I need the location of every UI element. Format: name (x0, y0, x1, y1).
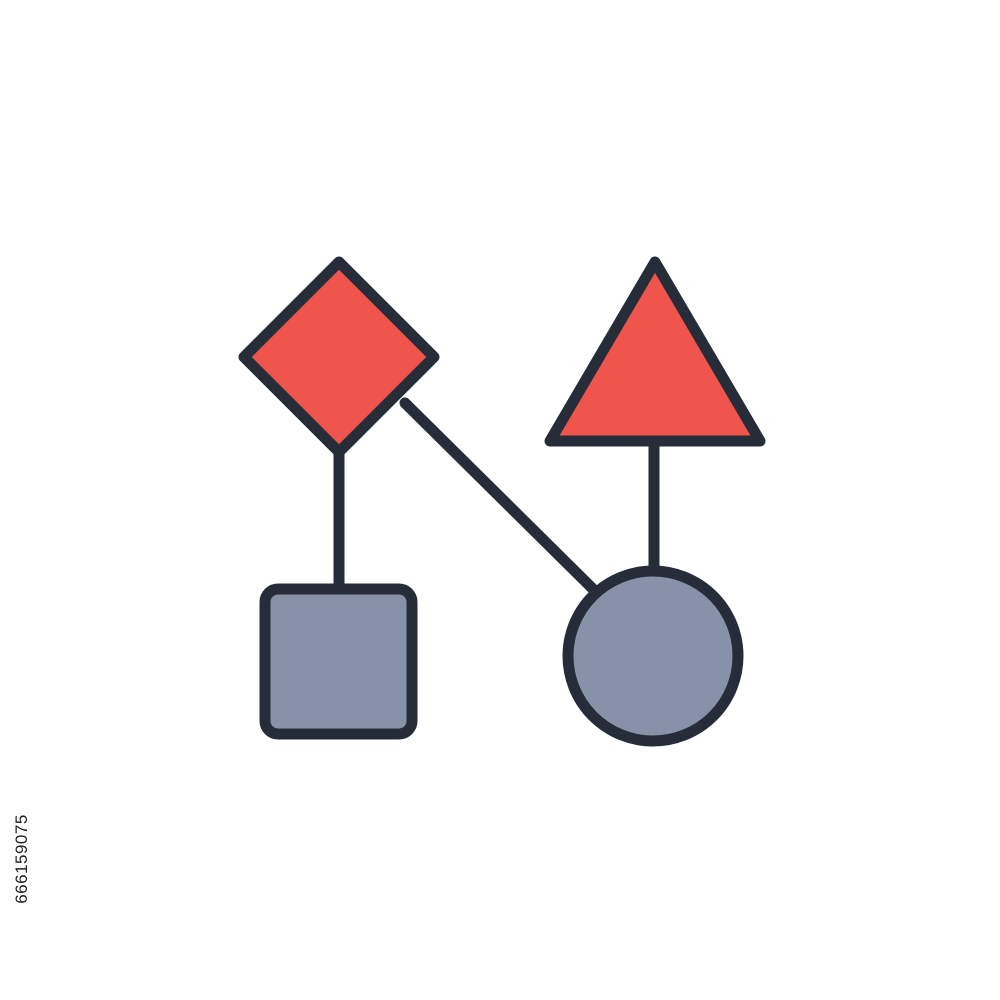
edge-diamond-to-circle (399, 397, 600, 596)
stock-id-watermark: 666159075 (10, 764, 34, 954)
circle-node-icon (562, 565, 744, 747)
triangle-node-icon (544, 256, 766, 447)
square-node-icon (259, 583, 418, 740)
diamond-node-icon (238, 256, 440, 458)
stock-id-text: 666159075 (12, 814, 31, 904)
